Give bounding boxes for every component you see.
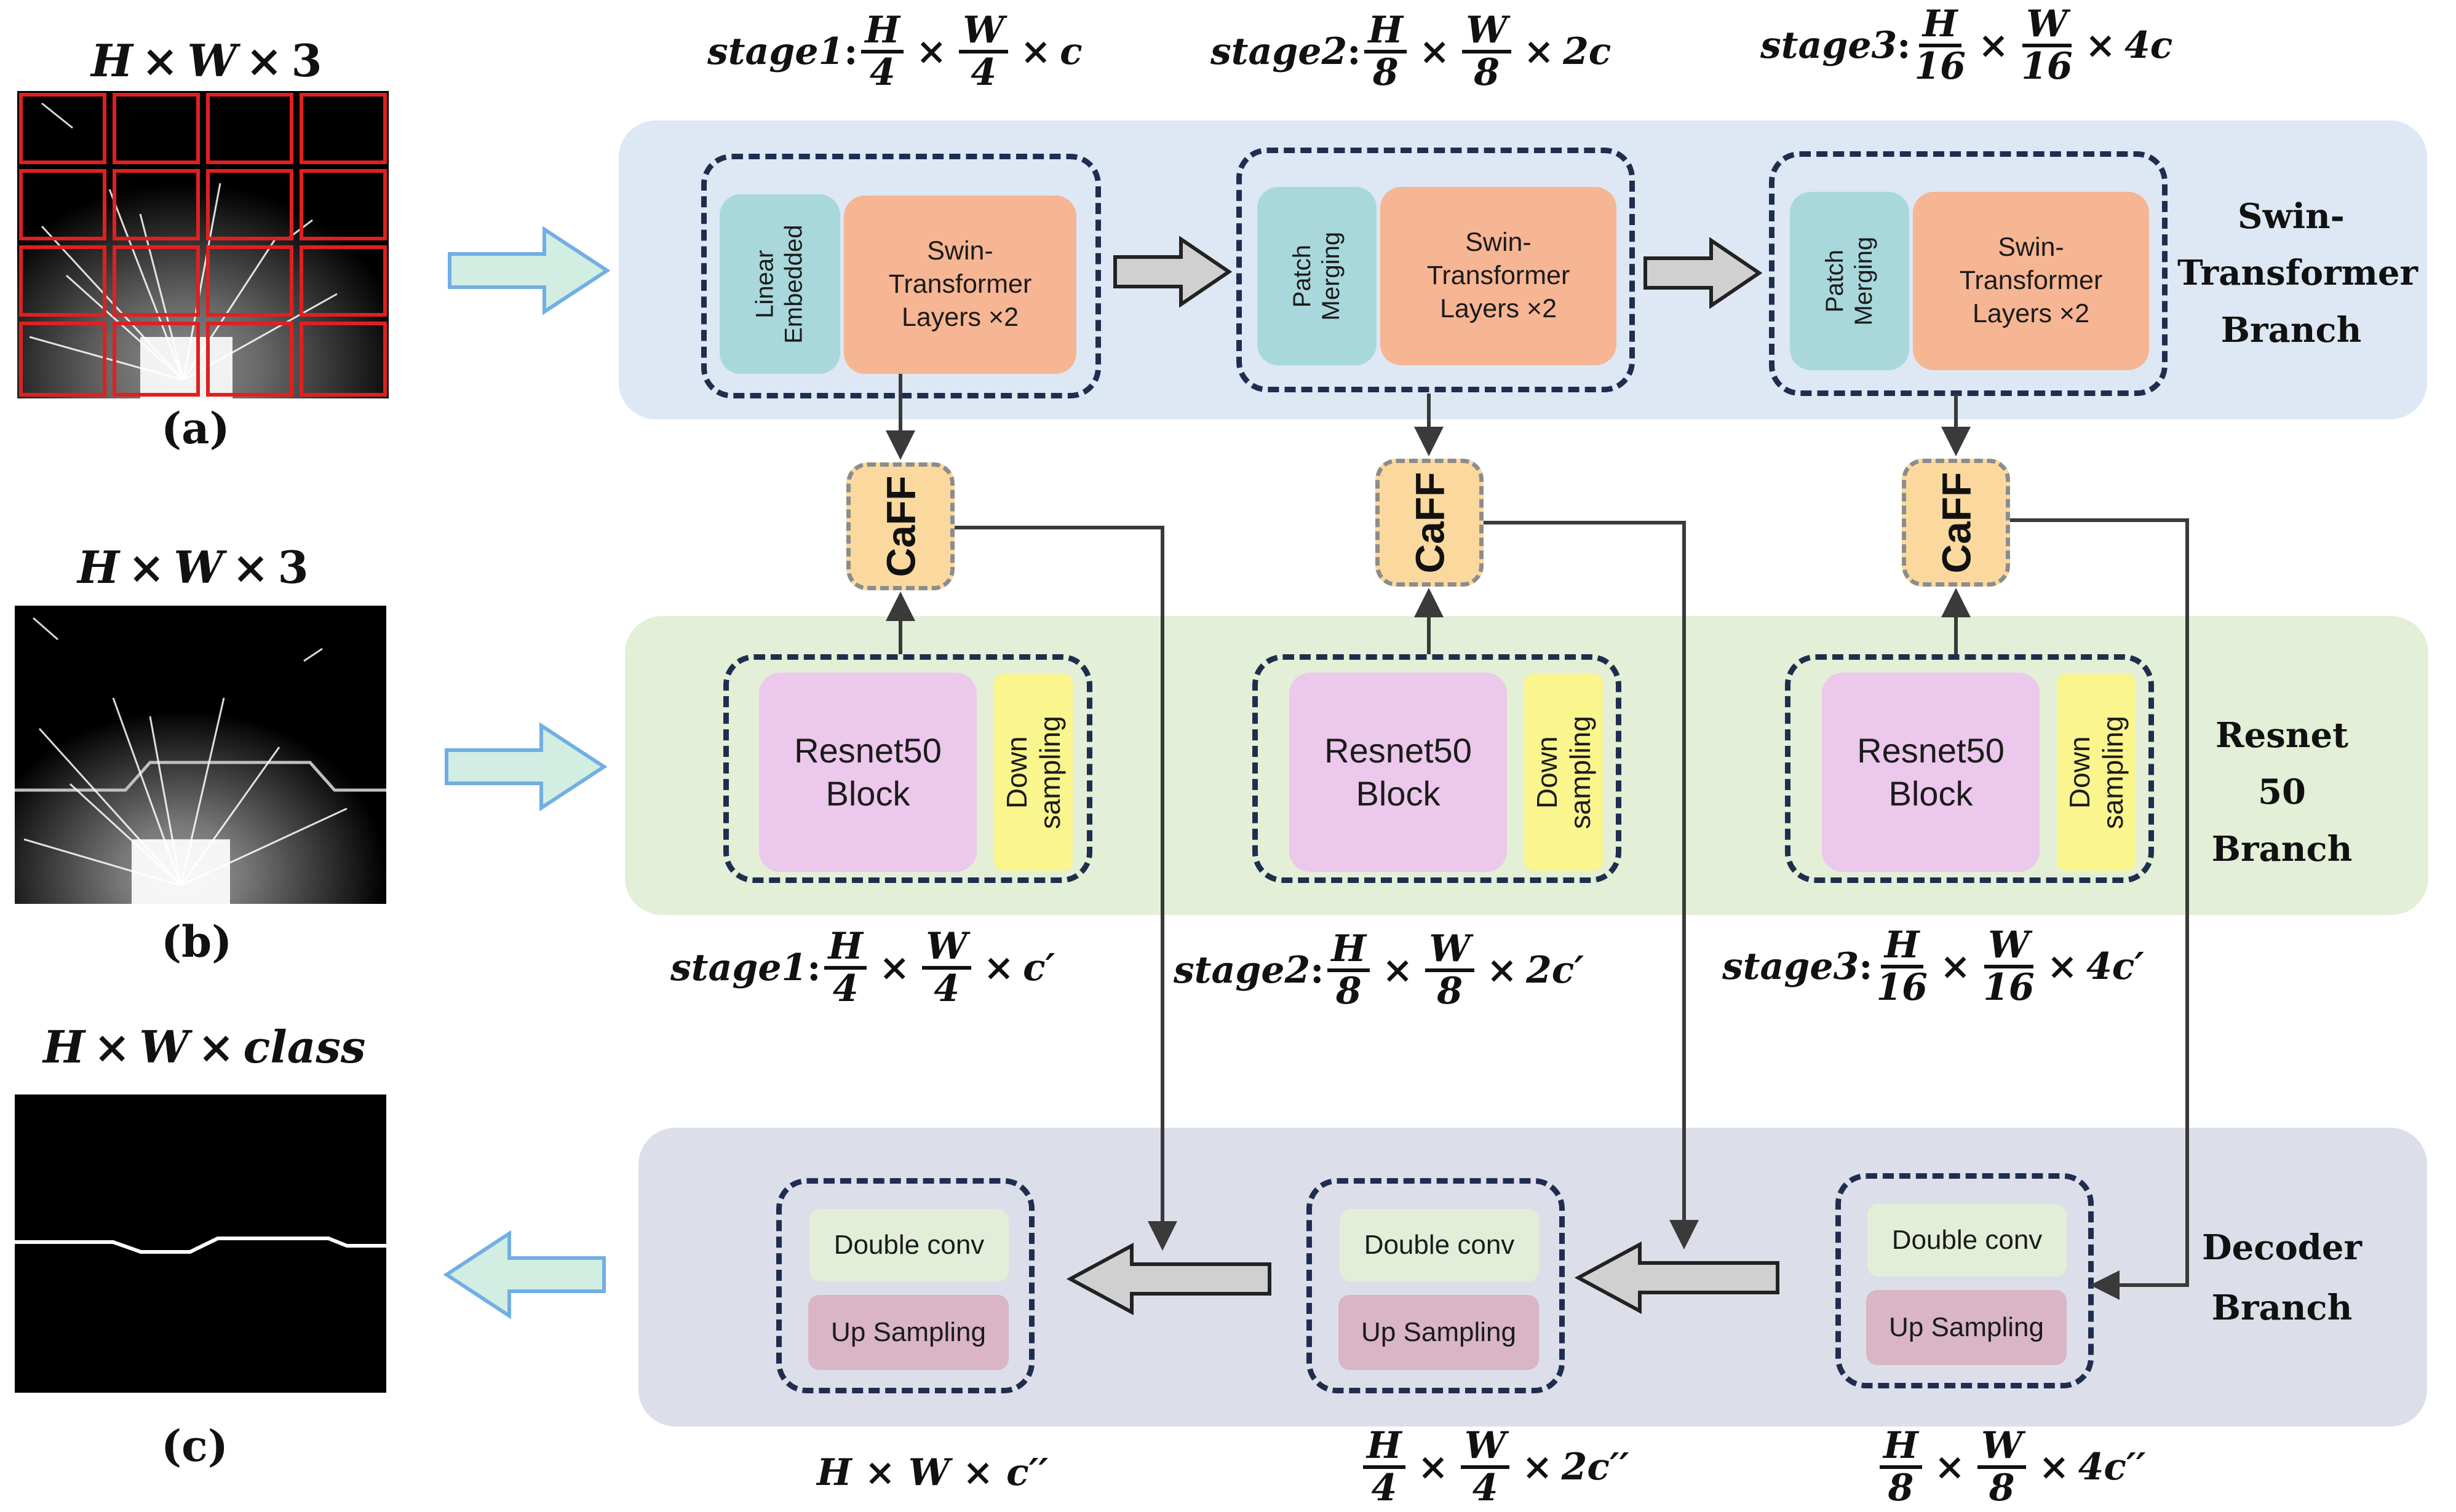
- caption-b: (b): [161, 916, 232, 967]
- up-sampling-block-1: Up Sampling: [808, 1295, 1009, 1370]
- caff-module-1: CaFF: [846, 462, 955, 590]
- caff-module-3: CaFF: [1902, 459, 2010, 587]
- decoder-flow-arrow-1: [1067, 1242, 1271, 1316]
- input-arrow-b: [445, 722, 608, 812]
- dims-label-b: H× W× 3: [77, 541, 309, 593]
- double-conv-block-2: Double conv: [1340, 1209, 1539, 1281]
- output-arrow-c: [443, 1230, 606, 1320]
- patch-grid-image: [17, 91, 389, 398]
- decoder-flow-arrow-2: [1575, 1241, 1779, 1315]
- double-conv-block-3: Double conv: [1867, 1204, 2067, 1276]
- up-sampling-block-2: Up Sampling: [1338, 1295, 1539, 1370]
- caption-c: (c): [161, 1420, 228, 1471]
- decoder-stage2-group: [1306, 1178, 1565, 1393]
- input-arrow-a: [448, 226, 611, 315]
- swin-flow-arrow-1: [1113, 236, 1233, 307]
- swin-stage3-group: [1769, 151, 2168, 396]
- double-conv-block-1: Double conv: [809, 1209, 1009, 1281]
- dims-label-a: H× W× 3: [91, 34, 322, 87]
- welding-image: [15, 606, 386, 904]
- up-sampling-block-3: Up Sampling: [1866, 1290, 2067, 1365]
- decoder-stage1-group: [776, 1178, 1035, 1393]
- swin-stage2-group: [1236, 148, 1635, 392]
- caption-a: (a): [161, 403, 230, 454]
- decoder-stage1-dims: H × W × c′′: [817, 1451, 1049, 1494]
- swin-flow-arrow-2: [1643, 237, 1763, 309]
- dims-label-c: H× W× class: [43, 1021, 366, 1073]
- caff-module-2: CaFF: [1375, 459, 1484, 587]
- segmentation-mask-image: [15, 1094, 386, 1393]
